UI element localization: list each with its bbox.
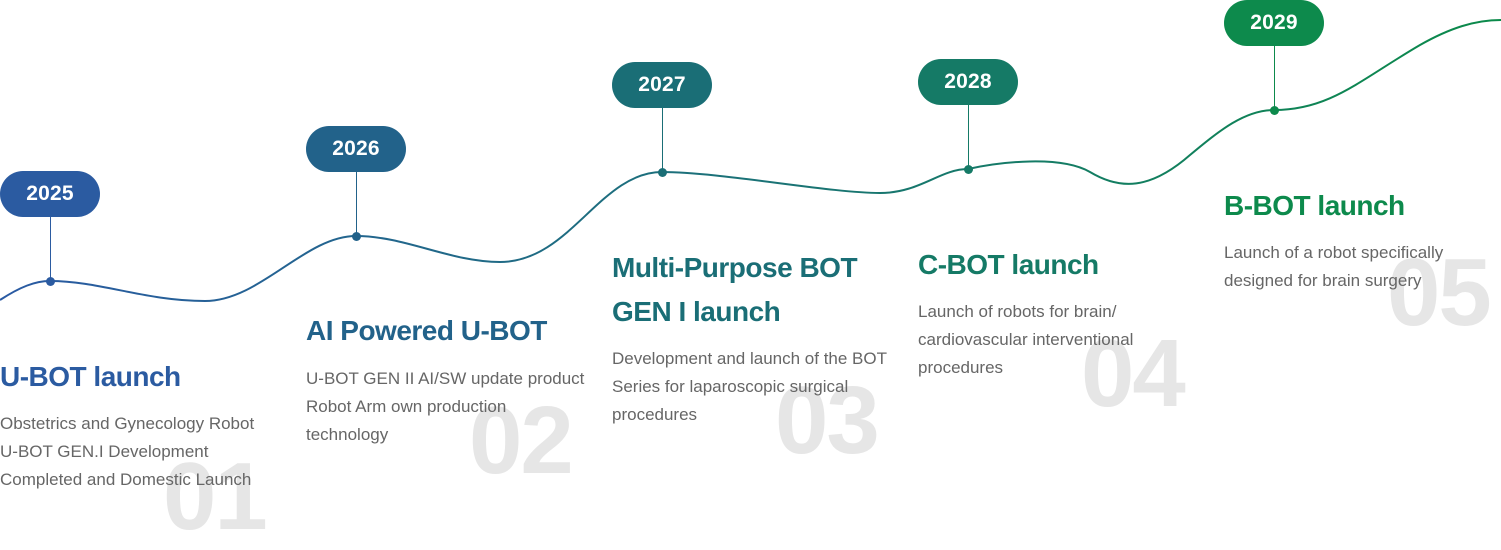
milestone-title: U-BOT launch — [0, 355, 181, 399]
connector-line — [662, 108, 663, 172]
description-line: Development and launch of the BOT — [612, 349, 887, 368]
milestone-title: Multi-Purpose BOT GEN I launch — [612, 246, 858, 334]
milestone-title: B-BOT launch — [1224, 184, 1405, 228]
timeline-node — [352, 232, 361, 241]
description-line: Completed and Domestic Launch — [0, 470, 252, 489]
milestone-description: U-BOT GEN II AI/SW update product Robot … — [306, 365, 584, 449]
milestone-title-line: C-BOT launch — [918, 249, 1099, 280]
milestone-number-watermark: 02 — [469, 387, 574, 494]
milestone-title: C-BOT launch — [918, 243, 1099, 287]
year-pill: 2028 — [918, 59, 1018, 105]
description-line: cardiovascular interventional — [918, 330, 1134, 349]
description-line: U-BOT GEN II AI/SW update product — [306, 369, 585, 388]
milestone-number-watermark: 01 — [163, 443, 268, 550]
timeline-node — [658, 168, 667, 177]
milestone-title-line: AI Powered U-BOT — [306, 315, 547, 346]
timeline-node — [46, 277, 55, 286]
year-pill: 2026 — [306, 126, 406, 172]
milestone-number-watermark: 04 — [1081, 320, 1186, 427]
year-pill: 2027 — [612, 62, 712, 108]
milestone-title: AI Powered U-BOT — [306, 309, 547, 353]
description-line: Launch of a robot specifically — [1224, 243, 1444, 262]
milestone-description: Launch of a robot specifically designed … — [1224, 239, 1443, 295]
milestone-title-line: Multi-Purpose BOT — [612, 252, 858, 283]
connector-line — [50, 217, 51, 281]
year-pill: 2025 — [0, 171, 100, 217]
description-line: technology — [306, 425, 389, 444]
description-line: Launch of robots for brain/ — [918, 302, 1117, 321]
timeline-node — [964, 165, 973, 174]
milestone-title-line: B-BOT launch — [1224, 190, 1405, 221]
connector-line — [968, 105, 969, 169]
milestone-title-line: U-BOT launch — [0, 361, 181, 392]
description-line: Series for laparoscopic surgical — [612, 377, 849, 396]
description-line: procedures — [918, 358, 1004, 377]
description-line: Robot Arm own production — [306, 397, 507, 416]
description-line: U-BOT GEN.I Development — [0, 442, 209, 461]
description-line: designed for brain surgery — [1224, 271, 1422, 290]
milestone-number-watermark: 03 — [775, 367, 880, 474]
year-pill: 2029 — [1224, 0, 1324, 46]
connector-line — [1274, 46, 1275, 110]
timeline-node — [1270, 106, 1279, 115]
description-line: Obstetrics and Gynecology Robot — [0, 414, 255, 433]
milestone-description: Obstetrics and Gynecology Robot U-BOT GE… — [0, 410, 254, 494]
description-line: procedures — [612, 405, 698, 424]
milestone-number-watermark: 05 — [1387, 239, 1492, 346]
milestone-description: Development and launch of the BOT Series… — [612, 345, 887, 429]
milestone-description: Launch of robots for brain/ cardiovascul… — [918, 298, 1133, 382]
milestone-title-line: GEN I launch — [612, 296, 781, 327]
connector-line — [356, 172, 357, 236]
